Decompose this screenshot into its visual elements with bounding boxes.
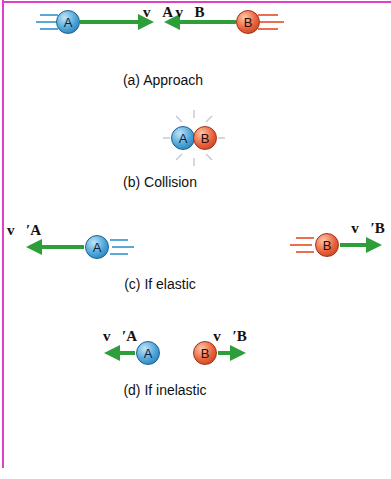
velocity-label: v⃗A (143, 4, 173, 21)
motion-lines (110, 240, 134, 254)
ball-letter: A (93, 241, 102, 254)
velocity-arrow (218, 351, 238, 355)
frame-line (3, 1, 391, 3)
velocity-label: v⃗′B (213, 328, 246, 345)
ball-letter: B (244, 16, 253, 29)
ball: A (171, 126, 195, 150)
panel-caption: (b) Collision (123, 174, 197, 190)
ball: B (236, 10, 260, 34)
ball: A (136, 341, 160, 365)
velocity-label: v⃗′B (351, 220, 384, 237)
velocity-label: v⃗′A (103, 328, 137, 345)
velocity-arrow (172, 20, 236, 24)
motion-lines (290, 238, 314, 252)
ball-letter: B (201, 132, 210, 145)
ball-letter: B (323, 239, 332, 252)
ball: B (193, 341, 217, 365)
velocity-arrow (112, 351, 135, 355)
impact-burst (163, 110, 225, 166)
ball: A (85, 235, 109, 259)
motion-lines (258, 15, 284, 29)
ball-letter: A (64, 16, 73, 29)
panel-caption: (c) If elastic (124, 276, 196, 292)
frame-line (2, 0, 4, 468)
velocity-arrow (340, 243, 374, 247)
ball-letter: A (179, 132, 188, 145)
ball-letter: B (201, 347, 210, 360)
ball: B (315, 233, 339, 257)
velocity-label: v⃗′A (7, 222, 41, 239)
motion-lines (36, 15, 58, 29)
ball: A (56, 10, 80, 34)
velocity-arrow (80, 20, 146, 24)
panel-caption: (a) Approach (123, 72, 203, 88)
ball: B (193, 126, 217, 150)
velocity-label: v⃗B (175, 4, 204, 21)
panel-caption: (d) If inelastic (123, 382, 206, 398)
velocity-arrow (34, 245, 84, 249)
ball-letter: A (144, 347, 153, 360)
